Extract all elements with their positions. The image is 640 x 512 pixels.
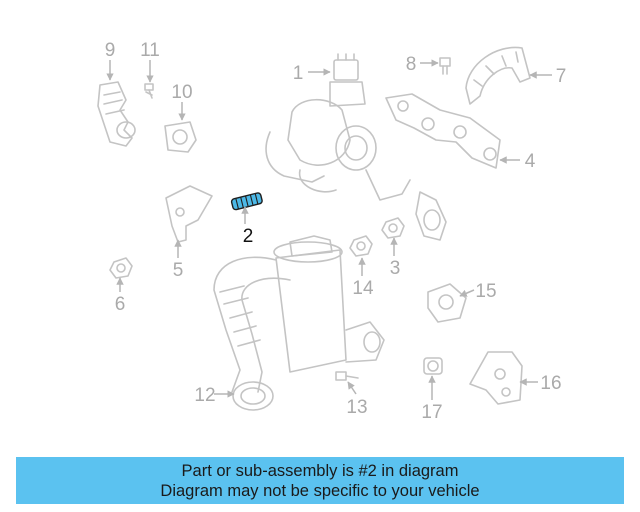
- part-3-nut[interactable]: [381, 217, 405, 239]
- callout-5[interactable]: 5: [173, 260, 184, 281]
- callout-11[interactable]: 11: [140, 40, 160, 61]
- callout-12[interactable]: 12: [194, 385, 215, 406]
- part-13-bolt[interactable]: [335, 371, 359, 381]
- callout-2[interactable]: 2: [243, 226, 254, 247]
- info-banner: Part or sub-assembly is #2 in diagram Di…: [16, 457, 624, 504]
- part-2-stud[interactable]: [230, 192, 263, 211]
- leader-lines: [106, 59, 552, 400]
- part-1-turbocharger[interactable]: [265, 53, 411, 201]
- part-9-hose[interactable]: [97, 81, 136, 147]
- callout-3[interactable]: 3: [390, 258, 401, 279]
- banner-line-part: Part or sub-assembly is #2 in diagram: [181, 462, 459, 480]
- part-8-bolt[interactable]: [439, 57, 451, 75]
- callout-14[interactable]: 14: [352, 278, 374, 299]
- part-5-bracket[interactable]: [165, 185, 213, 243]
- callout-16[interactable]: 16: [540, 373, 561, 394]
- catalytic-converter[interactable]: [213, 235, 385, 393]
- part-11-bolt[interactable]: [144, 83, 154, 99]
- callout-17[interactable]: 17: [421, 402, 442, 423]
- callout-6[interactable]: 6: [115, 294, 126, 315]
- callout-13[interactable]: 13: [346, 397, 367, 418]
- part-15-gasket[interactable]: [427, 283, 467, 323]
- part-12-gasket[interactable]: [232, 381, 274, 411]
- callout-1[interactable]: 1: [293, 63, 304, 84]
- part-16-bracket[interactable]: [469, 351, 523, 405]
- callout-8[interactable]: 8: [406, 54, 417, 75]
- banner-line-disclaimer: Diagram may not be specific to your vehi…: [160, 482, 480, 500]
- part-10-flange[interactable]: [164, 121, 197, 153]
- callout-10[interactable]: 10: [171, 82, 192, 103]
- part-6-nut[interactable]: [109, 257, 133, 279]
- part-7-heat-shield[interactable]: [465, 46, 531, 105]
- parts-diagram: 9 11 10 1 8 7 4 2 5 6 3 14 15 12 13 17 1…: [97, 40, 567, 423]
- callout-9[interactable]: 9: [105, 40, 116, 61]
- part-17-nut[interactable]: [423, 357, 443, 375]
- callout-4[interactable]: 4: [525, 151, 536, 172]
- callout-7[interactable]: 7: [556, 66, 567, 87]
- callout-15[interactable]: 15: [475, 281, 496, 302]
- part-14-nut[interactable]: [349, 235, 373, 257]
- part-4-manifold[interactable]: [385, 93, 501, 241]
